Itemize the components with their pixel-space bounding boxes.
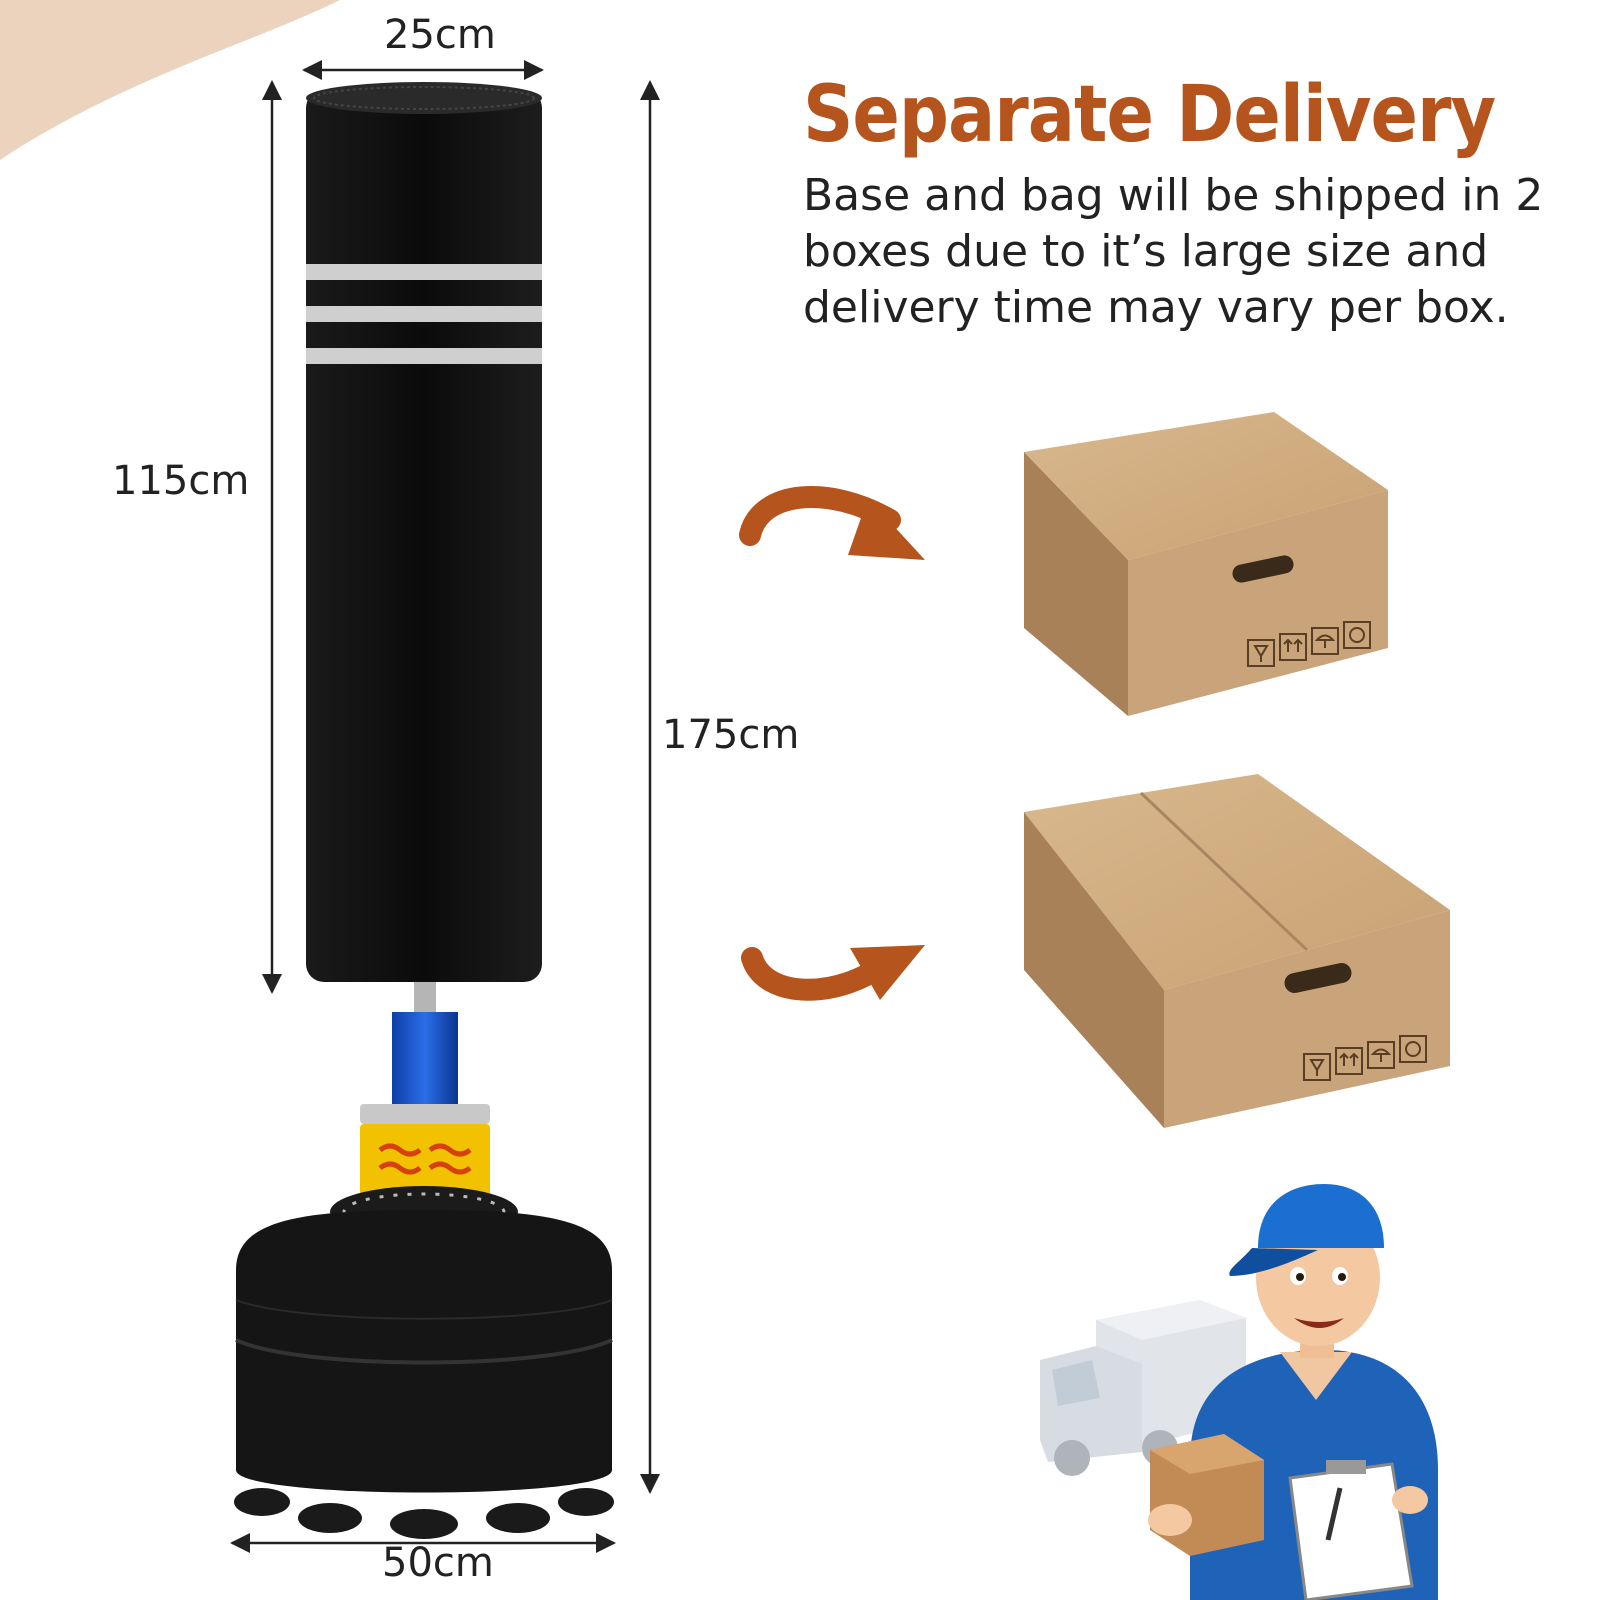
keep-dry-icon	[1370, 1048, 1392, 1062]
corner-decoration	[0, 0, 340, 160]
recycle-icon	[1349, 627, 1365, 643]
dimension-bag-height: 115cm	[112, 458, 250, 504]
weighted-base	[234, 1210, 614, 1539]
dimension-total-height: 175cm	[662, 712, 800, 758]
punching-bag	[306, 82, 542, 1238]
courier-illustration	[1148, 1184, 1438, 1600]
dimension-top-width: 25cm	[384, 12, 496, 58]
recycle-icon	[1405, 1041, 1421, 1057]
keep-dry-icon	[1314, 634, 1336, 648]
dimension-base-width: 50cm	[382, 1540, 494, 1586]
headline: Separate Delivery	[803, 68, 1496, 160]
fragile-icon	[1309, 1059, 1325, 1076]
curved-arrow-icon	[739, 486, 925, 560]
curved-arrow-icon	[741, 945, 925, 1001]
description-text: Base and bag will be shipped in 2 boxes …	[803, 170, 1544, 333]
this-way-up-icon	[1339, 1052, 1359, 1066]
this-way-up-icon	[1283, 638, 1303, 652]
shipping-box-base	[1024, 412, 1388, 716]
shipping-box-bag	[1024, 774, 1450, 1128]
fragile-icon	[1253, 645, 1269, 662]
